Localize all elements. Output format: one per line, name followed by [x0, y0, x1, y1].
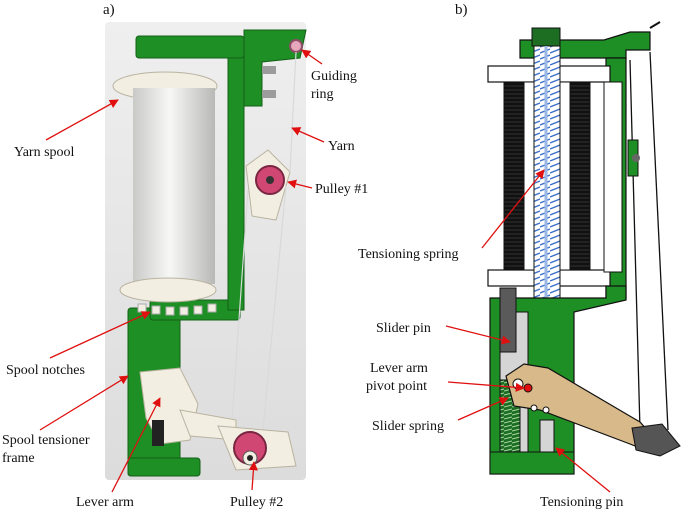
- arrow-lever-arm-pivot: [447, 381, 525, 392]
- pulley-2-shape: [217, 425, 297, 471]
- label-spool-tensioner-frame-line1: Spool tensioner: [2, 433, 90, 448]
- arrow-lever-arm: [111, 397, 161, 493]
- panel-label-b: b): [455, 2, 468, 18]
- label-guiding-ring-line2: ring: [311, 87, 334, 102]
- label-lever-arm-pivot-line1: Lever arm: [370, 361, 428, 376]
- label-yarn: Yarn: [328, 139, 355, 154]
- arrow-pulley-2: [248, 461, 258, 491]
- arrow-slider-pin: [445, 325, 511, 345]
- arrow-guiding-ring: [301, 49, 323, 65]
- label-yarn-spool: Yarn spool: [14, 145, 75, 160]
- label-spool-tensioner-frame-line2: frame: [2, 451, 35, 466]
- label-pulley-2: Pulley #2: [230, 495, 283, 510]
- label-slider-pin: Slider pin: [376, 321, 431, 336]
- yarn-spool-shape: [112, 71, 218, 303]
- panel-label-a: a): [103, 2, 115, 18]
- label-spool-notches: Spool notches: [6, 363, 85, 378]
- label-lever-arm: Lever arm: [76, 495, 134, 510]
- pulley-1-shape: [245, 149, 291, 221]
- arrow-spool-tensioner-frame: [39, 375, 129, 431]
- guiding-ring-shape: [289, 39, 303, 53]
- cross-section-panel-b: [487, 21, 681, 475]
- arrow-yarn-spool: [45, 99, 119, 141]
- spool-notches-shape: [137, 303, 217, 316]
- label-lever-arm-pivot-line2: pivot point: [366, 379, 427, 394]
- label-pulley-1: Pulley #1: [315, 182, 368, 197]
- arrow-tensioning-spring: [481, 169, 545, 249]
- photo-panel-a: [105, 22, 307, 480]
- arrow-pulley-1: [287, 179, 313, 189]
- label-tensioning-spring: Tensioning spring: [358, 247, 459, 262]
- arrow-tensioning-pin: [555, 447, 611, 493]
- arrow-yarn: [291, 127, 325, 143]
- label-guiding-ring-line1: Guiding: [311, 69, 357, 84]
- label-tensioning-pin: Tensioning pin: [540, 495, 623, 510]
- arrow-slider-spring: [457, 397, 509, 421]
- label-slider-spring: Slider spring: [372, 419, 444, 434]
- arrow-spool-notches: [49, 311, 151, 359]
